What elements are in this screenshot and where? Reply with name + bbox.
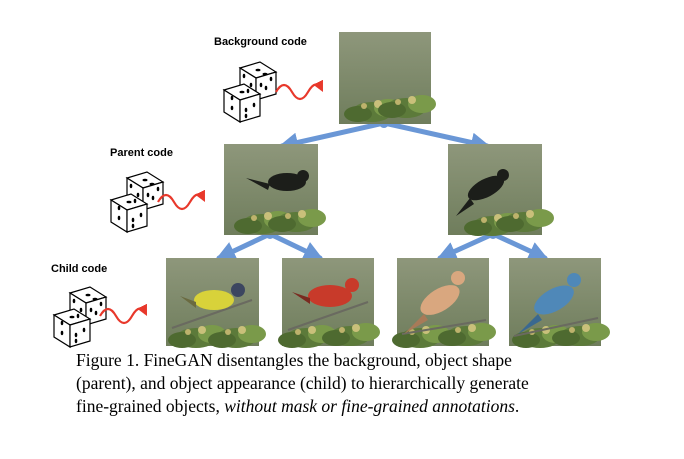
caption-line: (parent), and object appearance (child) … bbox=[76, 373, 529, 393]
caption-line: fine-grained objects, without mask or fi… bbox=[76, 395, 621, 418]
tree-arrow-icon bbox=[490, 231, 549, 261]
parent-image-2 bbox=[448, 144, 554, 236]
background-image bbox=[339, 32, 436, 124]
child-code-label: Child code bbox=[51, 263, 108, 275]
dice-icon bbox=[53, 286, 107, 348]
caption-text: fine-grained objects, bbox=[76, 396, 225, 416]
figure-canvas bbox=[53, 32, 610, 348]
noise-arrow-icon bbox=[275, 79, 323, 101]
tree-arrow-icon bbox=[267, 231, 324, 261]
tree-arrows bbox=[215, 120, 549, 261]
noise-arrow-icon bbox=[99, 303, 147, 325]
tree-arrow-icon bbox=[215, 231, 273, 261]
child-image-blue bbox=[509, 258, 610, 348]
caption-emphasis: without mask or fine-grained annotations bbox=[224, 396, 515, 416]
caption-line: Figure 1. FineGAN disentangles the backg… bbox=[76, 350, 512, 370]
tree-arrow-icon bbox=[278, 120, 387, 153]
child-image-yellow bbox=[166, 258, 266, 348]
child-image-tan bbox=[392, 258, 496, 348]
dice-icon bbox=[110, 171, 164, 233]
noise-arrow-icon bbox=[157, 189, 205, 211]
caption-period: . bbox=[514, 396, 520, 416]
background-code-label: Background code bbox=[214, 36, 307, 48]
child-image-red bbox=[278, 258, 380, 348]
figure-caption: Figure 1. FineGAN disentangles the backg… bbox=[76, 349, 621, 418]
finegan-figure: Background code Parent code Child code bbox=[51, 32, 610, 348]
parent-code-label: Parent code bbox=[110, 147, 173, 159]
dice-icon bbox=[223, 61, 277, 123]
tree-arrow-icon bbox=[436, 231, 496, 261]
parent-image-1 bbox=[224, 144, 326, 235]
tree-arrow-icon bbox=[381, 120, 491, 153]
